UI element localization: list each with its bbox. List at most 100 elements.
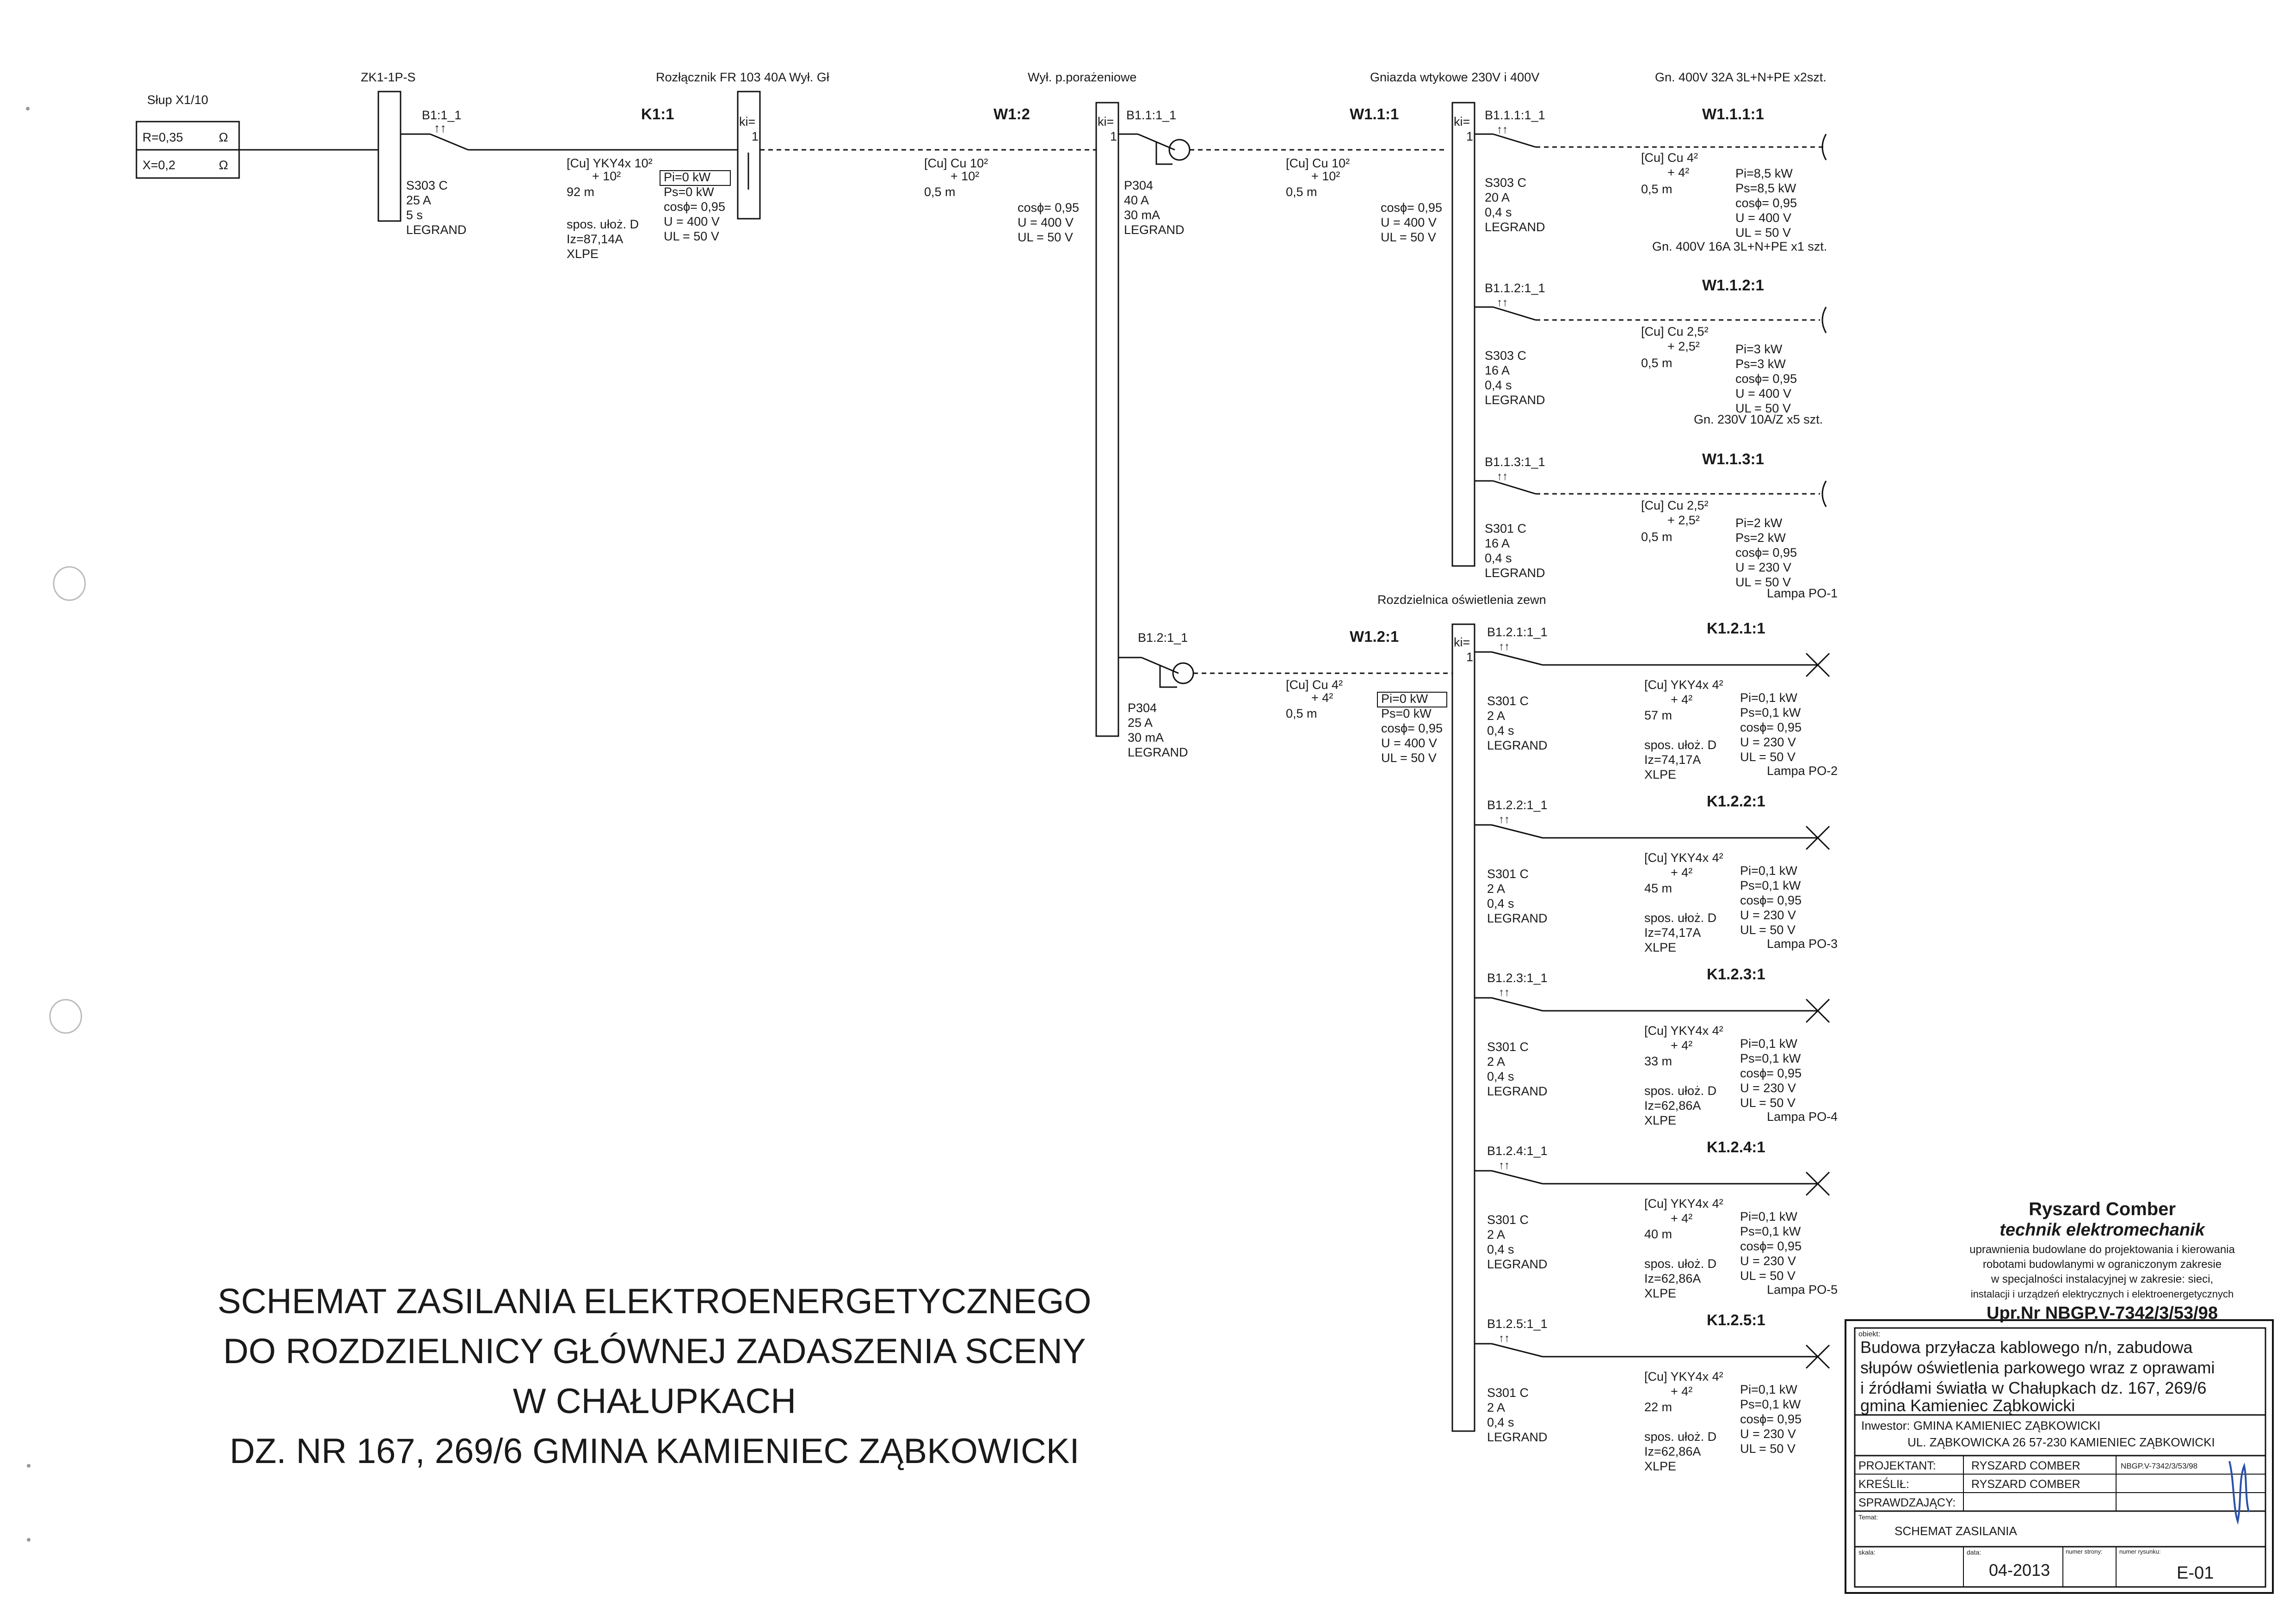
zk-breaker-id: B1:1_1: [422, 108, 462, 122]
lamp-label: Lampa PO-5: [1767, 1283, 1838, 1297]
w121-cable-2: 0,5 m: [1286, 707, 1317, 720]
zk1-cabinet: ZK1-1P-S B1:1_1 ↑↑ S303 C 25 A 5 s LEGRA…: [361, 70, 738, 237]
breaker-spec: S301 C: [1487, 867, 1529, 881]
param: Pi=8,5 kW: [1735, 166, 1793, 180]
tb-investor-1: Inwestor: GMINA KAMIENIEC ZĄBKOWICKI: [1861, 1419, 2100, 1432]
circuit-param: UL = 50 V: [1740, 923, 1796, 937]
tb-kreslil-label: KREŚLIŁ:: [1858, 1477, 1909, 1491]
lamp-label: Lampa PO-1: [1767, 586, 1838, 600]
circuit-label: K1.2.4:1: [1707, 1138, 1765, 1156]
param: UL = 50 V: [1735, 401, 1791, 415]
param: cosϕ= 0,95: [1735, 196, 1797, 210]
stamp-line: uprawnienia budowlane do projektowania i…: [1969, 1243, 2235, 1256]
main-title-line-1: SCHEMAT ZASILANIA ELEKTROENERGETYCZNEGO: [217, 1282, 1091, 1321]
breaker-contact: [1491, 997, 1543, 1012]
k1-param-3: U = 400 V: [664, 215, 720, 228]
tb-projektant-label: PROJEKTANT:: [1858, 1459, 1936, 1472]
breaker-spec: LEGRAND: [1487, 1257, 1548, 1271]
zk-spec-0: S303 C: [406, 178, 448, 192]
k1-switch-title: Rozłącznik FR 103 40A Wył. Gł: [656, 70, 829, 84]
w121-param-1: Ps=0 kW: [1381, 707, 1432, 720]
breaker-spec: LEGRAND: [1487, 1084, 1548, 1098]
cable-spec: [Cu] YKY4x 4²: [1644, 678, 1723, 692]
k1-param-1: Ps=0 kW: [664, 185, 714, 199]
circuit-header: Gn. 400V 16A 3L+N+PE x1 szt.: [1652, 240, 1827, 253]
cable-spec: 57 m: [1644, 708, 1672, 722]
b11-id: B1.1:1_1: [1126, 108, 1176, 122]
breaker-spec: 2 A: [1487, 709, 1505, 723]
k1-cable-2: 92 m: [567, 185, 594, 199]
circuit-breaker-id: B1.2.5:1_1: [1487, 1317, 1548, 1331]
breaker-spec: 0,4 s: [1487, 724, 1514, 738]
main-title: SCHEMAT ZASILANIA ELEKTROENERGETYCZNEGO …: [217, 1282, 1091, 1471]
b12-spec-3: LEGRAND: [1128, 745, 1188, 759]
cable-spec: [Cu] YKY4x 4²: [1644, 1197, 1723, 1211]
k1-param-0: Pi=0 kW: [664, 170, 711, 184]
cable-spec: Iz=74,17A: [1644, 926, 1701, 940]
ki-label: ki=: [1454, 635, 1470, 649]
cable-spec: 40 m: [1644, 1227, 1672, 1241]
b11-spec-1: 40 A: [1124, 193, 1149, 207]
circuit-param: cosϕ= 0,95: [1740, 720, 1802, 734]
param: Ps=2 kW: [1735, 531, 1786, 545]
tb-data: 04-2013: [1989, 1561, 2050, 1580]
breaker-spec: S301 C: [1487, 1040, 1529, 1054]
ki-one: 1: [1466, 129, 1473, 143]
tb-nr-strony-small: numer strony:: [2066, 1548, 2102, 1555]
zk-spec-2: 5 s: [406, 208, 423, 222]
w121-feeder: Rozdzielnica oświetlenia zewn W1.2:1 [Cu…: [1286, 593, 1546, 1432]
cable-spec: spos. ułoż. D: [1644, 911, 1716, 925]
stamp-line: instalacji i urządzeń elektrycznych i el…: [1971, 1288, 2234, 1300]
w121-cable-0: [Cu] Cu 4²: [1286, 678, 1343, 692]
arrow-mark: ↑↑: [1499, 986, 1510, 999]
tb-projektant-nr: NBGP.V-7342/3/53/98: [2121, 1462, 2197, 1470]
b11-spec-2: 30 mA: [1124, 208, 1160, 222]
tb-nr-rys: E-01: [2177, 1563, 2214, 1583]
tb-temat: SCHEMAT ZASILANIA: [1895, 1524, 2018, 1538]
breaker-contact: [1491, 651, 1543, 666]
circuit-label: W1.1.1:1: [1702, 105, 1764, 123]
tb-temat-small: Temat:: [1858, 1513, 1878, 1521]
cable-spec: spos. ułoż. D: [1644, 1430, 1716, 1444]
lamp-circuits: K1.2.1:1B1.2.1:1_1↑↑S301 C2 A0,4 sLEGRAN…: [1475, 620, 1838, 1473]
k1-cable-5: Iz=87,14A: [567, 232, 623, 246]
cable: + 2,5²: [1667, 339, 1700, 353]
tb-nr-rys-small: numer rysunku:: [2119, 1548, 2161, 1555]
k1-label: K1:1: [641, 105, 674, 123]
lamp-label: Lampa PO-3: [1767, 937, 1838, 951]
breaker-spec: S301 C: [1487, 1386, 1529, 1400]
spec: 0,4 s: [1485, 205, 1512, 219]
ki-label: ki=: [1454, 115, 1470, 129]
w12-param-2: UL = 50 V: [1018, 230, 1073, 244]
circuit-param: cosϕ= 0,95: [1740, 1239, 1802, 1253]
circuit-param: Ps=0,1 kW: [1740, 1051, 1801, 1065]
tb-object-line-4: gmina Kamieniec Ząbkowicki: [1860, 1396, 2075, 1415]
param: cosϕ= 0,95: [1735, 546, 1797, 559]
svg-text:↑↑: ↑↑: [1497, 470, 1508, 483]
svg-text:↑↑: ↑↑: [1497, 123, 1508, 136]
source-r: R=0,35: [142, 130, 183, 144]
param: Pi=3 kW: [1735, 342, 1783, 356]
k1-cable-4: spos. ułoż. D: [567, 217, 639, 231]
tb-skala-small: skala:: [1858, 1549, 1876, 1556]
lamp-symbol: [1805, 652, 1830, 677]
breaker-contact: [1491, 824, 1543, 839]
tb-projektant-name: RYSZARD COMBER: [1971, 1459, 2080, 1472]
circuit-param: cosϕ= 0,95: [1740, 893, 1802, 907]
w111-param-2: UL = 50 V: [1381, 230, 1436, 244]
w121-cable-1: + 4²: [1311, 691, 1333, 705]
circuit-param: Ps=0,1 kW: [1740, 706, 1801, 719]
circuit-param: cosϕ= 0,95: [1740, 1412, 1802, 1426]
k1-feeder: Rozłącznik FR 103 40A Wył. Gł K1:1 ki= 1…: [567, 70, 829, 261]
w121-label: W1.2:1: [1350, 628, 1399, 645]
param: U = 400 V: [1735, 387, 1791, 400]
breaker-spec: LEGRAND: [1487, 911, 1548, 925]
source-title: Słup X1/10: [147, 93, 208, 107]
cable: 0,5 m: [1641, 356, 1673, 370]
cable-spec: XLPE: [1644, 1286, 1676, 1300]
tb-object-line-3: i źródłami światła w Chałupkach dz. 167,…: [1860, 1378, 2206, 1397]
circuit-header: Gn. 400V 32A 3L+N+PE x2szt.: [1655, 70, 1827, 84]
arrow-mark: ↑↑: [1499, 813, 1510, 826]
w111-param-0: cosϕ= 0,95: [1381, 201, 1442, 215]
circuit-label: W1.1.3:1: [1702, 450, 1764, 467]
